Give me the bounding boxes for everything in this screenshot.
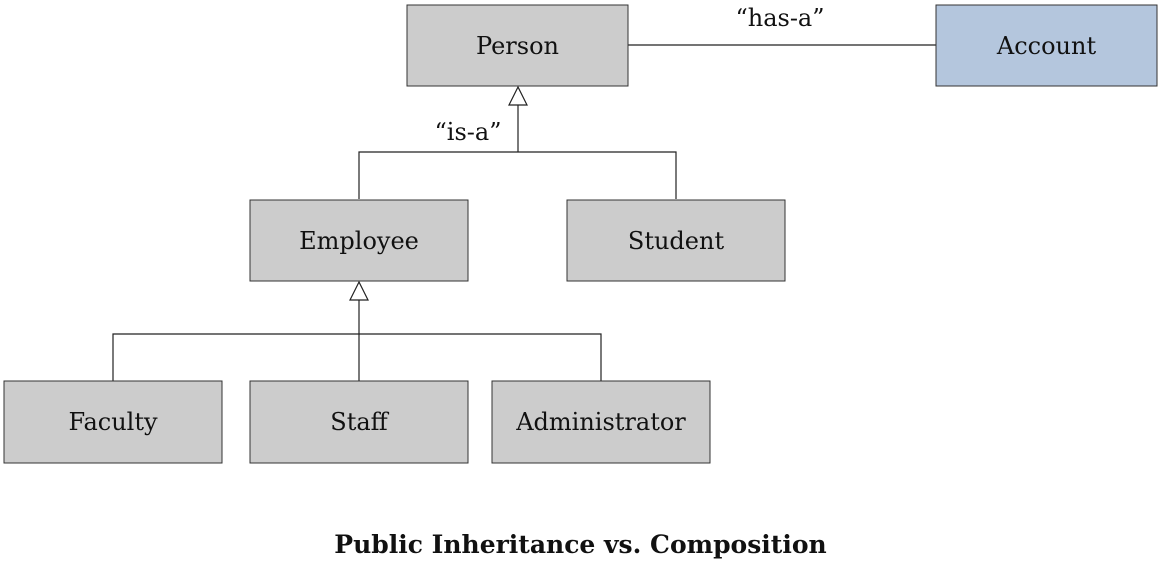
inheritance-arrowhead-person <box>508 85 528 106</box>
class-box-administrator: Administrator <box>491 380 711 464</box>
is-a-connector-employee <box>112 333 602 381</box>
class-box-employee-label: Employee <box>299 227 419 255</box>
class-box-account-rect <box>935 4 1158 87</box>
has-a-label: “has-a” <box>735 4 824 32</box>
class-box-faculty: Faculty <box>3 380 223 464</box>
class-box-person-rect <box>406 4 629 87</box>
diagram-caption: Public Inheritance vs. Composition <box>334 530 827 559</box>
class-box-account-label: Account <box>996 32 1097 60</box>
class-box-account: Account <box>935 4 1158 87</box>
class-box-staff: Staff <box>249 380 469 464</box>
class-box-faculty-label: Faculty <box>68 408 158 436</box>
class-box-administrator-label: Administrator <box>515 408 686 436</box>
inheritance-arrowhead-employee <box>349 280 369 301</box>
class-box-person-label: Person <box>476 32 559 60</box>
class-box-staff-label: Staff <box>330 408 389 436</box>
is-a-label: “is-a” <box>435 118 502 146</box>
class-box-faculty-rect <box>3 380 223 464</box>
class-box-student-rect <box>566 199 786 282</box>
class-box-person: Person <box>406 4 629 87</box>
uml-class-diagram: “has-a” “is-a” Person Account Employee S… <box>3 4 1158 464</box>
is-a-connector-person <box>358 151 677 199</box>
class-box-student: Student <box>566 199 786 282</box>
class-box-administrator-rect <box>491 380 711 464</box>
class-box-student-label: Student <box>628 227 725 255</box>
class-box-staff-rect <box>249 380 469 464</box>
class-box-employee: Employee <box>249 199 469 282</box>
class-box-employee-rect <box>249 199 469 282</box>
